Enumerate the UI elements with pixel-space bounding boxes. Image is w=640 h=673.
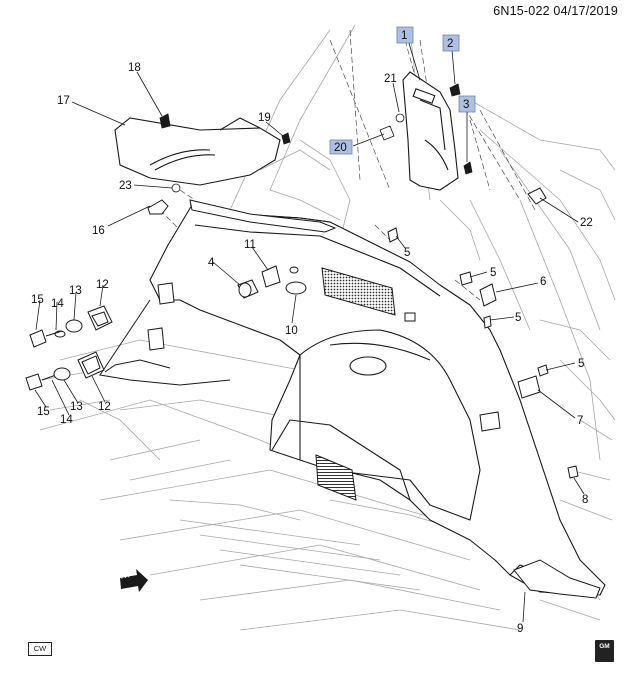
clip-fasteners (159, 83, 473, 193)
callout-14b: 14 (60, 414, 73, 426)
callout-23: 23 (119, 180, 132, 192)
callout-16: 16 (92, 225, 105, 237)
right-side-components (387, 187, 579, 479)
callout-4: 4 (208, 257, 215, 269)
callout-15a: 15 (31, 294, 44, 306)
callout-12b: 12 (98, 401, 111, 413)
callout-1: 1 (401, 30, 407, 42)
front-arrow-label: FRT (115, 570, 132, 582)
callout-15b: 15 (37, 406, 50, 418)
gm-logo-text: GM (599, 643, 610, 650)
upper-garnish-17 (114, 117, 281, 186)
callout-5a: 5 (404, 247, 410, 259)
tie-down-hardware-lower (25, 351, 105, 391)
leader-lines (34, 39, 585, 623)
clip-16 (147, 199, 169, 215)
callout-highlights (329, 26, 476, 155)
callout-14a: 14 (51, 298, 64, 310)
callout-18: 18 (128, 62, 141, 74)
pillar-trim-1 (402, 71, 459, 191)
callout-22: 22 (580, 217, 593, 229)
lower-speaker-grille (315, 454, 357, 501)
callout-5c: 5 (515, 312, 521, 324)
callout-13a: 13 (69, 285, 82, 297)
speaker-grille (321, 267, 396, 316)
tie-down-hardware-upper (29, 305, 113, 348)
upper-molding-strip (189, 199, 337, 233)
left-trim-pocket (99, 299, 231, 386)
gm-logo: GM (595, 640, 614, 662)
callout-11: 11 (244, 239, 256, 251)
cw-badge: CW (28, 642, 52, 656)
panel-openings (147, 282, 501, 432)
callout-12a: 12 (96, 279, 109, 291)
callout-17: 17 (57, 95, 70, 107)
callout-10: 10 (285, 325, 298, 337)
callout-20: 20 (334, 142, 347, 154)
quarter-trim-panel (149, 204, 606, 596)
front-direction-arrow: FRT (115, 569, 148, 592)
diagram-reference-header: 6N15-022 04/17/2019 (493, 4, 618, 18)
sill-plate-9 (513, 559, 601, 599)
callout-13b: 13 (70, 401, 83, 413)
callout-21: 21 (384, 73, 397, 85)
callout-labels: 1 2 3 20 18 17 19 21 23 16 22 5 5 5 5 6 … (31, 30, 593, 635)
callout-9: 9 (517, 623, 523, 635)
callout-8: 8 (582, 494, 588, 506)
callout-19: 19 (258, 112, 271, 124)
callout-3: 3 (463, 99, 469, 111)
callout-5d: 5 (578, 358, 584, 370)
callout-2: 2 (447, 38, 453, 50)
callout-7: 7 (577, 415, 583, 427)
fastener-group-4-11-10 (237, 265, 307, 299)
callout-6: 6 (540, 276, 546, 288)
callout-5b: 5 (490, 267, 496, 279)
